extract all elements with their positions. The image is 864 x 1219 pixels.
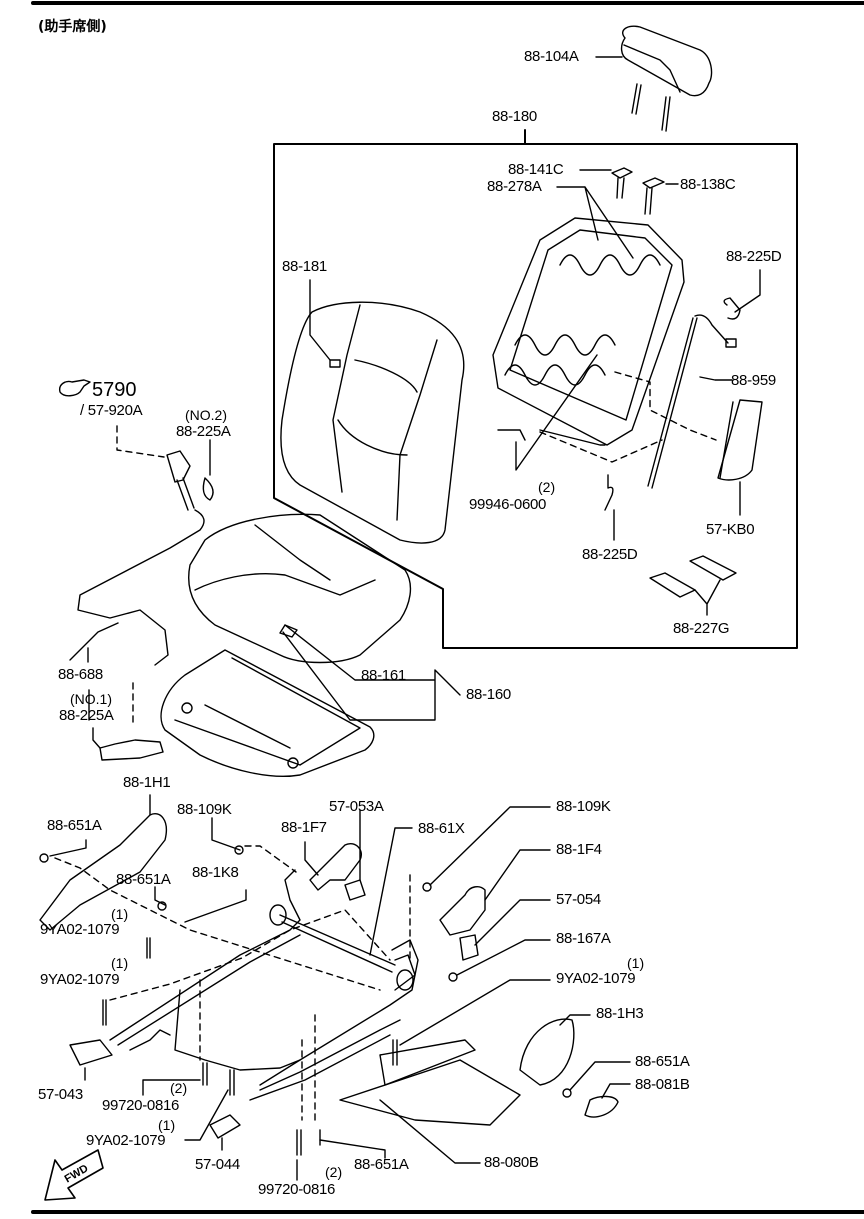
label-57-043[interactable]: 57-043 (38, 1086, 83, 1103)
clip-88-225D-upper[interactable] (723, 297, 741, 320)
label-88-080B[interactable]: 88-080B (484, 1154, 539, 1171)
label-9YA02-1079-a[interactable]: 9YA02-1079 (40, 921, 120, 938)
label-57-KB0[interactable]: 57-KB0 (706, 521, 755, 538)
clip-88-225D-lower[interactable] (604, 474, 614, 511)
outer-cover-88-1H1[interactable] (39, 794, 167, 931)
label-88-081B[interactable]: 88-081B (635, 1076, 690, 1093)
leader-88-225A-no1 (92, 727, 101, 749)
label-88-651A-bottom[interactable]: 88-651A (354, 1156, 409, 1173)
label-88-651A-upper-left[interactable]: 88-651A (47, 817, 102, 834)
leader-88-278A (556, 186, 634, 259)
label-88-225A-no2[interactable]: 88-225A (176, 423, 231, 440)
qty-88-225A-no2: (NO.2) (185, 407, 227, 423)
qty-88-225A-no1: (NO.1) (70, 691, 112, 707)
side-airbag[interactable] (717, 399, 763, 516)
qty-99946-0600: (2) (538, 479, 556, 495)
reference-section[interactable]: 5790 (92, 379, 137, 401)
label-88-227G[interactable]: 88-227G (673, 620, 730, 637)
qty-99720-0816-c: (2) (170, 1080, 188, 1096)
qty-9YA02-1079-a: (1) (111, 906, 129, 922)
leader-lines (49, 689, 631, 1181)
label-88-1F4[interactable]: 88-1F4 (556, 841, 602, 858)
leader-88-181 (309, 279, 331, 361)
cushion-pan[interactable] (160, 649, 375, 777)
fasteners[interactable] (39, 845, 572, 1156)
label-88-141C[interactable]: 88-141C (508, 161, 564, 178)
label-88-61X[interactable]: 88-61X (418, 820, 465, 837)
label-88-167A[interactable]: 88-167A (556, 930, 611, 947)
label-9YA02-1079-right[interactable]: 9YA02-1079 (556, 970, 636, 987)
cushion-trim[interactable] (188, 513, 412, 664)
label-57-053A[interactable]: 57-053A (329, 798, 384, 815)
pads-88-227G[interactable] (649, 555, 737, 616)
seatback-frame[interactable] (492, 217, 685, 446)
label-88-109K-left[interactable]: 88-109K (177, 801, 232, 818)
label-88-180[interactable]: 88-180 (492, 108, 537, 125)
qty-9YA02-1079-b: (1) (111, 955, 129, 971)
seat-adjuster-frame[interactable] (109, 869, 419, 1101)
leader-88-225D-upper (734, 269, 761, 313)
label-88-138C[interactable]: 88-138C (680, 176, 736, 193)
clip-88-225A-no2[interactable] (202, 439, 214, 501)
bracket-88-160 (282, 624, 461, 721)
label-88-1H1[interactable]: 88-1H1 (123, 774, 171, 791)
qty-9YA02-1079-d: (1) (158, 1117, 176, 1133)
pointing-hand-icon (58, 379, 91, 397)
qty-99720-0816-e: (2) (325, 1164, 343, 1180)
label-9YA02-1079-d[interactable]: 9YA02-1079 (86, 1132, 166, 1149)
label-99946-0600[interactable]: 99946-0600 (469, 496, 547, 513)
label-99720-0816-e[interactable]: 99720-0816 (258, 1181, 336, 1198)
label-88-1H3[interactable]: 88-1H3 (596, 1005, 644, 1022)
page-title: (助手席側) (38, 19, 107, 35)
label-88-161[interactable]: 88-161 (361, 667, 406, 684)
wire-harness[interactable] (647, 314, 737, 489)
label-57-044[interactable]: 57-044 (195, 1156, 240, 1173)
label-88-109K-right[interactable]: 88-109K (556, 798, 611, 815)
label-88-160[interactable]: 88-160 (466, 686, 511, 703)
headrest[interactable] (595, 25, 713, 132)
label-88-225D-upper[interactable]: 88-225D (726, 248, 782, 265)
seatback-group-box (273, 143, 798, 649)
label-88-1F7[interactable]: 88-1F7 (281, 819, 327, 836)
leader-99946-0600 (515, 354, 598, 471)
reference-part[interactable]: / 57-920A (80, 402, 143, 419)
label-88-181[interactable]: 88-181 (282, 258, 327, 275)
label-88-651A-right[interactable]: 88-651A (635, 1053, 690, 1070)
label-57-054[interactable]: 57-054 (556, 891, 601, 908)
label-88-278A[interactable]: 88-278A (487, 178, 542, 195)
label-9YA02-1079-b[interactable]: 9YA02-1079 (40, 971, 120, 988)
headrest-guides[interactable] (556, 167, 679, 259)
label-88-225A-no1[interactable]: 88-225A (59, 707, 114, 724)
label-88-225D-lower[interactable]: 88-225D (582, 546, 638, 563)
assembly-dashes (54, 371, 717, 1126)
label-88-688[interactable]: 88-688 (58, 666, 103, 683)
label-88-104A[interactable]: 88-104A (524, 48, 579, 65)
harness-clip-88-688[interactable] (69, 622, 119, 661)
label-99720-0816-c[interactable]: 99720-0816 (102, 1097, 180, 1114)
seatback-trim[interactable] (280, 301, 465, 544)
fwd-arrow-icon (44, 1149, 104, 1201)
qty-9YA02-1079-right: (1) (627, 955, 645, 971)
recliner-covers[interactable] (69, 843, 619, 1139)
label-88-651A-middle-left[interactable]: 88-651A (116, 871, 171, 888)
label-88-1K8[interactable]: 88-1K8 (192, 864, 239, 881)
label-88-959[interactable]: 88-959 (731, 372, 776, 389)
clip-88-225A-no1[interactable] (99, 739, 164, 761)
seat-belt-buckle[interactable] (77, 450, 205, 666)
